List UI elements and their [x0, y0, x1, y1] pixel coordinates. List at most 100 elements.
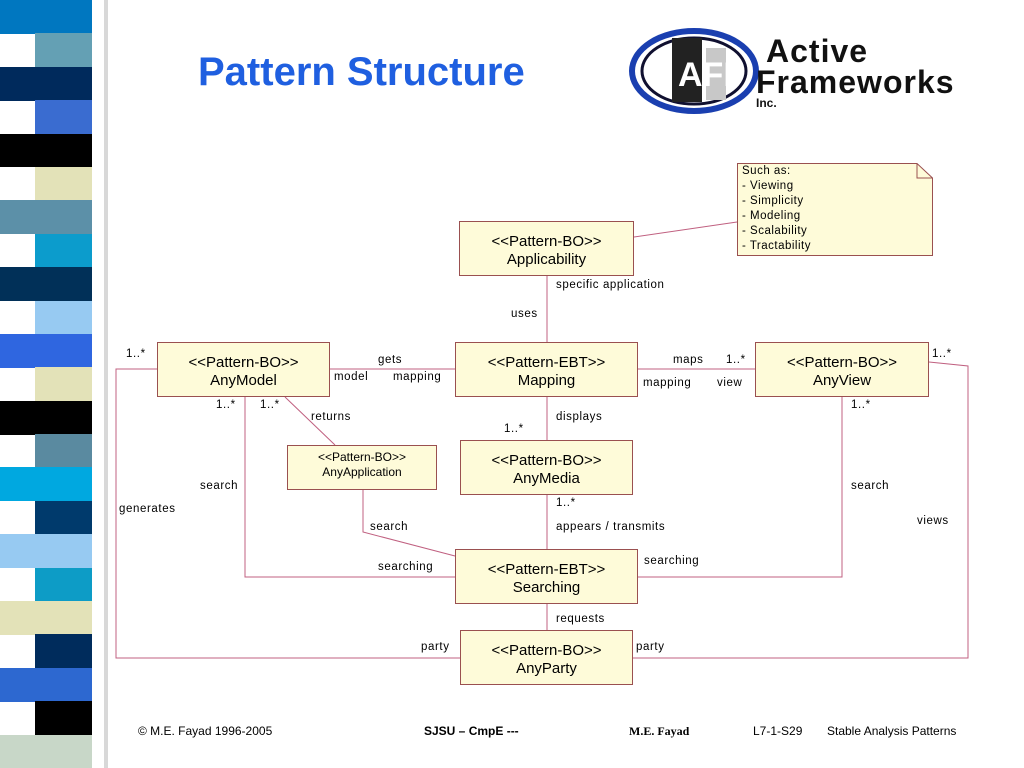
class-name: AnyView — [812, 372, 872, 389]
logo-line3: Inc. — [756, 96, 777, 110]
stripe-segment — [0, 601, 92, 635]
active-frameworks-logo: AFI Active Frameworks Inc. — [629, 28, 955, 114]
footer-author: M.E. Fayad — [629, 724, 690, 738]
logo-line2: Frameworks — [756, 64, 955, 100]
class-stereotype: <<Pattern-BO>> — [491, 642, 602, 659]
class-stereotype: <<Pattern-EBT>> — [487, 354, 606, 371]
slide-title: Pattern Structure — [198, 50, 525, 94]
line-model-searching — [244, 397, 455, 578]
stripe-segment — [35, 500, 92, 535]
label-gets: gets — [378, 354, 403, 366]
label-mapping-left: mapping — [393, 371, 442, 383]
stripe-segment — [35, 33, 92, 68]
stripe-segment — [35, 367, 92, 402]
label-displays: displays — [556, 411, 603, 423]
label-model-multiplicity: 1..* — [260, 399, 280, 411]
class-stereotype: <<Pattern-BO>> — [188, 354, 299, 371]
class-stereotype: <<Pattern-BO>> — [786, 354, 898, 371]
class-name: AnyParty — [516, 660, 577, 677]
class-name: AnyModel — [210, 372, 277, 389]
class-stereotype: <<Pattern-BO>> — [491, 233, 602, 250]
label-search-right: search — [851, 480, 890, 492]
anyparty-class: <<Pattern-BO>> AnyParty — [460, 630, 633, 685]
stripe-segment — [35, 434, 92, 468]
footer-topic: Stable Analysis Patterns — [827, 724, 957, 738]
stripe-segment — [35, 300, 92, 335]
label-generates: generates — [119, 503, 176, 515]
stripe-segment — [0, 467, 92, 502]
class-name: AnyApplication — [322, 465, 402, 479]
anymodel-class: <<Pattern-BO>> AnyModel — [157, 342, 330, 397]
note-box: Such as: - Viewing - Simplicity - Modeli… — [737, 163, 933, 256]
anyapplication-class: <<Pattern-BO>> AnyApplication — [287, 445, 437, 490]
label-view: view — [717, 377, 743, 389]
logo-line1: Active — [766, 33, 868, 69]
anyview-class: <<Pattern-BO>> AnyView — [755, 342, 929, 397]
class-name: Mapping — [517, 372, 576, 389]
line-view-party — [633, 361, 969, 659]
line-model-application — [284, 396, 336, 446]
label-search-application: search — [370, 521, 409, 533]
stripe-segment — [0, 133, 92, 168]
applicability-class: <<Pattern-BO>> Applicability — [459, 221, 634, 276]
line-view-searching — [638, 397, 843, 578]
label-appears-transmits: appears / transmits — [556, 521, 666, 533]
footer-copyright: © M.E. Fayad 1996-2005 — [138, 724, 273, 738]
label-model-multiplicity: 1..* — [216, 399, 236, 411]
note-line: - Simplicity — [742, 195, 804, 207]
note-line: - Modeling — [742, 210, 801, 222]
class-stereotype: <<Pattern-EBT>> — [487, 561, 606, 578]
stripe-segment — [0, 667, 92, 702]
stripe-segment — [0, 333, 92, 368]
label-party-left: party — [421, 641, 450, 653]
stripe-segment — [0, 400, 92, 435]
label-media-multiplicity: 1..* — [504, 423, 524, 435]
label-views: views — [917, 515, 949, 527]
class-stereotype: <<Pattern-BO>> — [491, 452, 602, 469]
note-connector — [633, 221, 738, 238]
stripe-segment — [35, 701, 92, 736]
footer-slide-id: L7-1-S29 — [753, 724, 803, 738]
label-model: model — [334, 371, 369, 383]
mapping-class: <<Pattern-EBT>> Mapping — [455, 342, 638, 397]
stripe-segment — [0, 534, 92, 569]
stripe-segment — [0, 0, 92, 34]
decorative-stripe — [0, 0, 118, 768]
label-media-multiplicity: 1..* — [556, 497, 576, 509]
label-model-multiplicity: 1..* — [126, 348, 146, 360]
label-maps: maps — [673, 354, 704, 366]
label-search-left: search — [200, 480, 239, 492]
label-uses: uses — [511, 308, 538, 320]
anymedia-class: <<Pattern-BO>> AnyMedia — [460, 440, 633, 495]
searching-class: <<Pattern-EBT>> Searching — [455, 549, 638, 604]
line-application-searching — [362, 490, 456, 557]
stripe-segment — [0, 66, 92, 101]
stripe-segment — [0, 267, 92, 302]
note-line: Such as: — [742, 165, 791, 177]
stripe-segment — [35, 634, 92, 669]
class-name: Applicability — [506, 251, 587, 268]
note-line: - Tractability — [742, 240, 811, 252]
class-name: AnyMedia — [513, 470, 580, 487]
stripe-segment — [35, 567, 92, 602]
stripe-segment — [35, 100, 92, 135]
stripe-segment — [0, 734, 92, 768]
label-maps-multiplicity: 1..* — [726, 354, 746, 366]
stripe-segment — [0, 200, 92, 235]
line-model-party — [115, 368, 460, 659]
label-requests: requests — [556, 613, 605, 625]
label-party-right: party — [636, 641, 665, 653]
class-stereotype: <<Pattern-BO>> — [317, 450, 407, 464]
note-shape — [737, 163, 933, 256]
note-line: - Scalability — [742, 225, 808, 237]
label-view-multiplicity: 1..* — [851, 399, 871, 411]
footer-course: SJSU – CmpE --- — [424, 724, 519, 738]
stripe-rule — [104, 0, 108, 768]
label-mapping-right: mapping — [643, 377, 692, 389]
label-searching-right: searching — [644, 555, 700, 567]
logo-monogram: AFI — [678, 56, 733, 94]
label-returns: returns — [311, 411, 351, 423]
class-name: Searching — [512, 579, 581, 596]
label-searching-left: searching — [378, 561, 434, 573]
